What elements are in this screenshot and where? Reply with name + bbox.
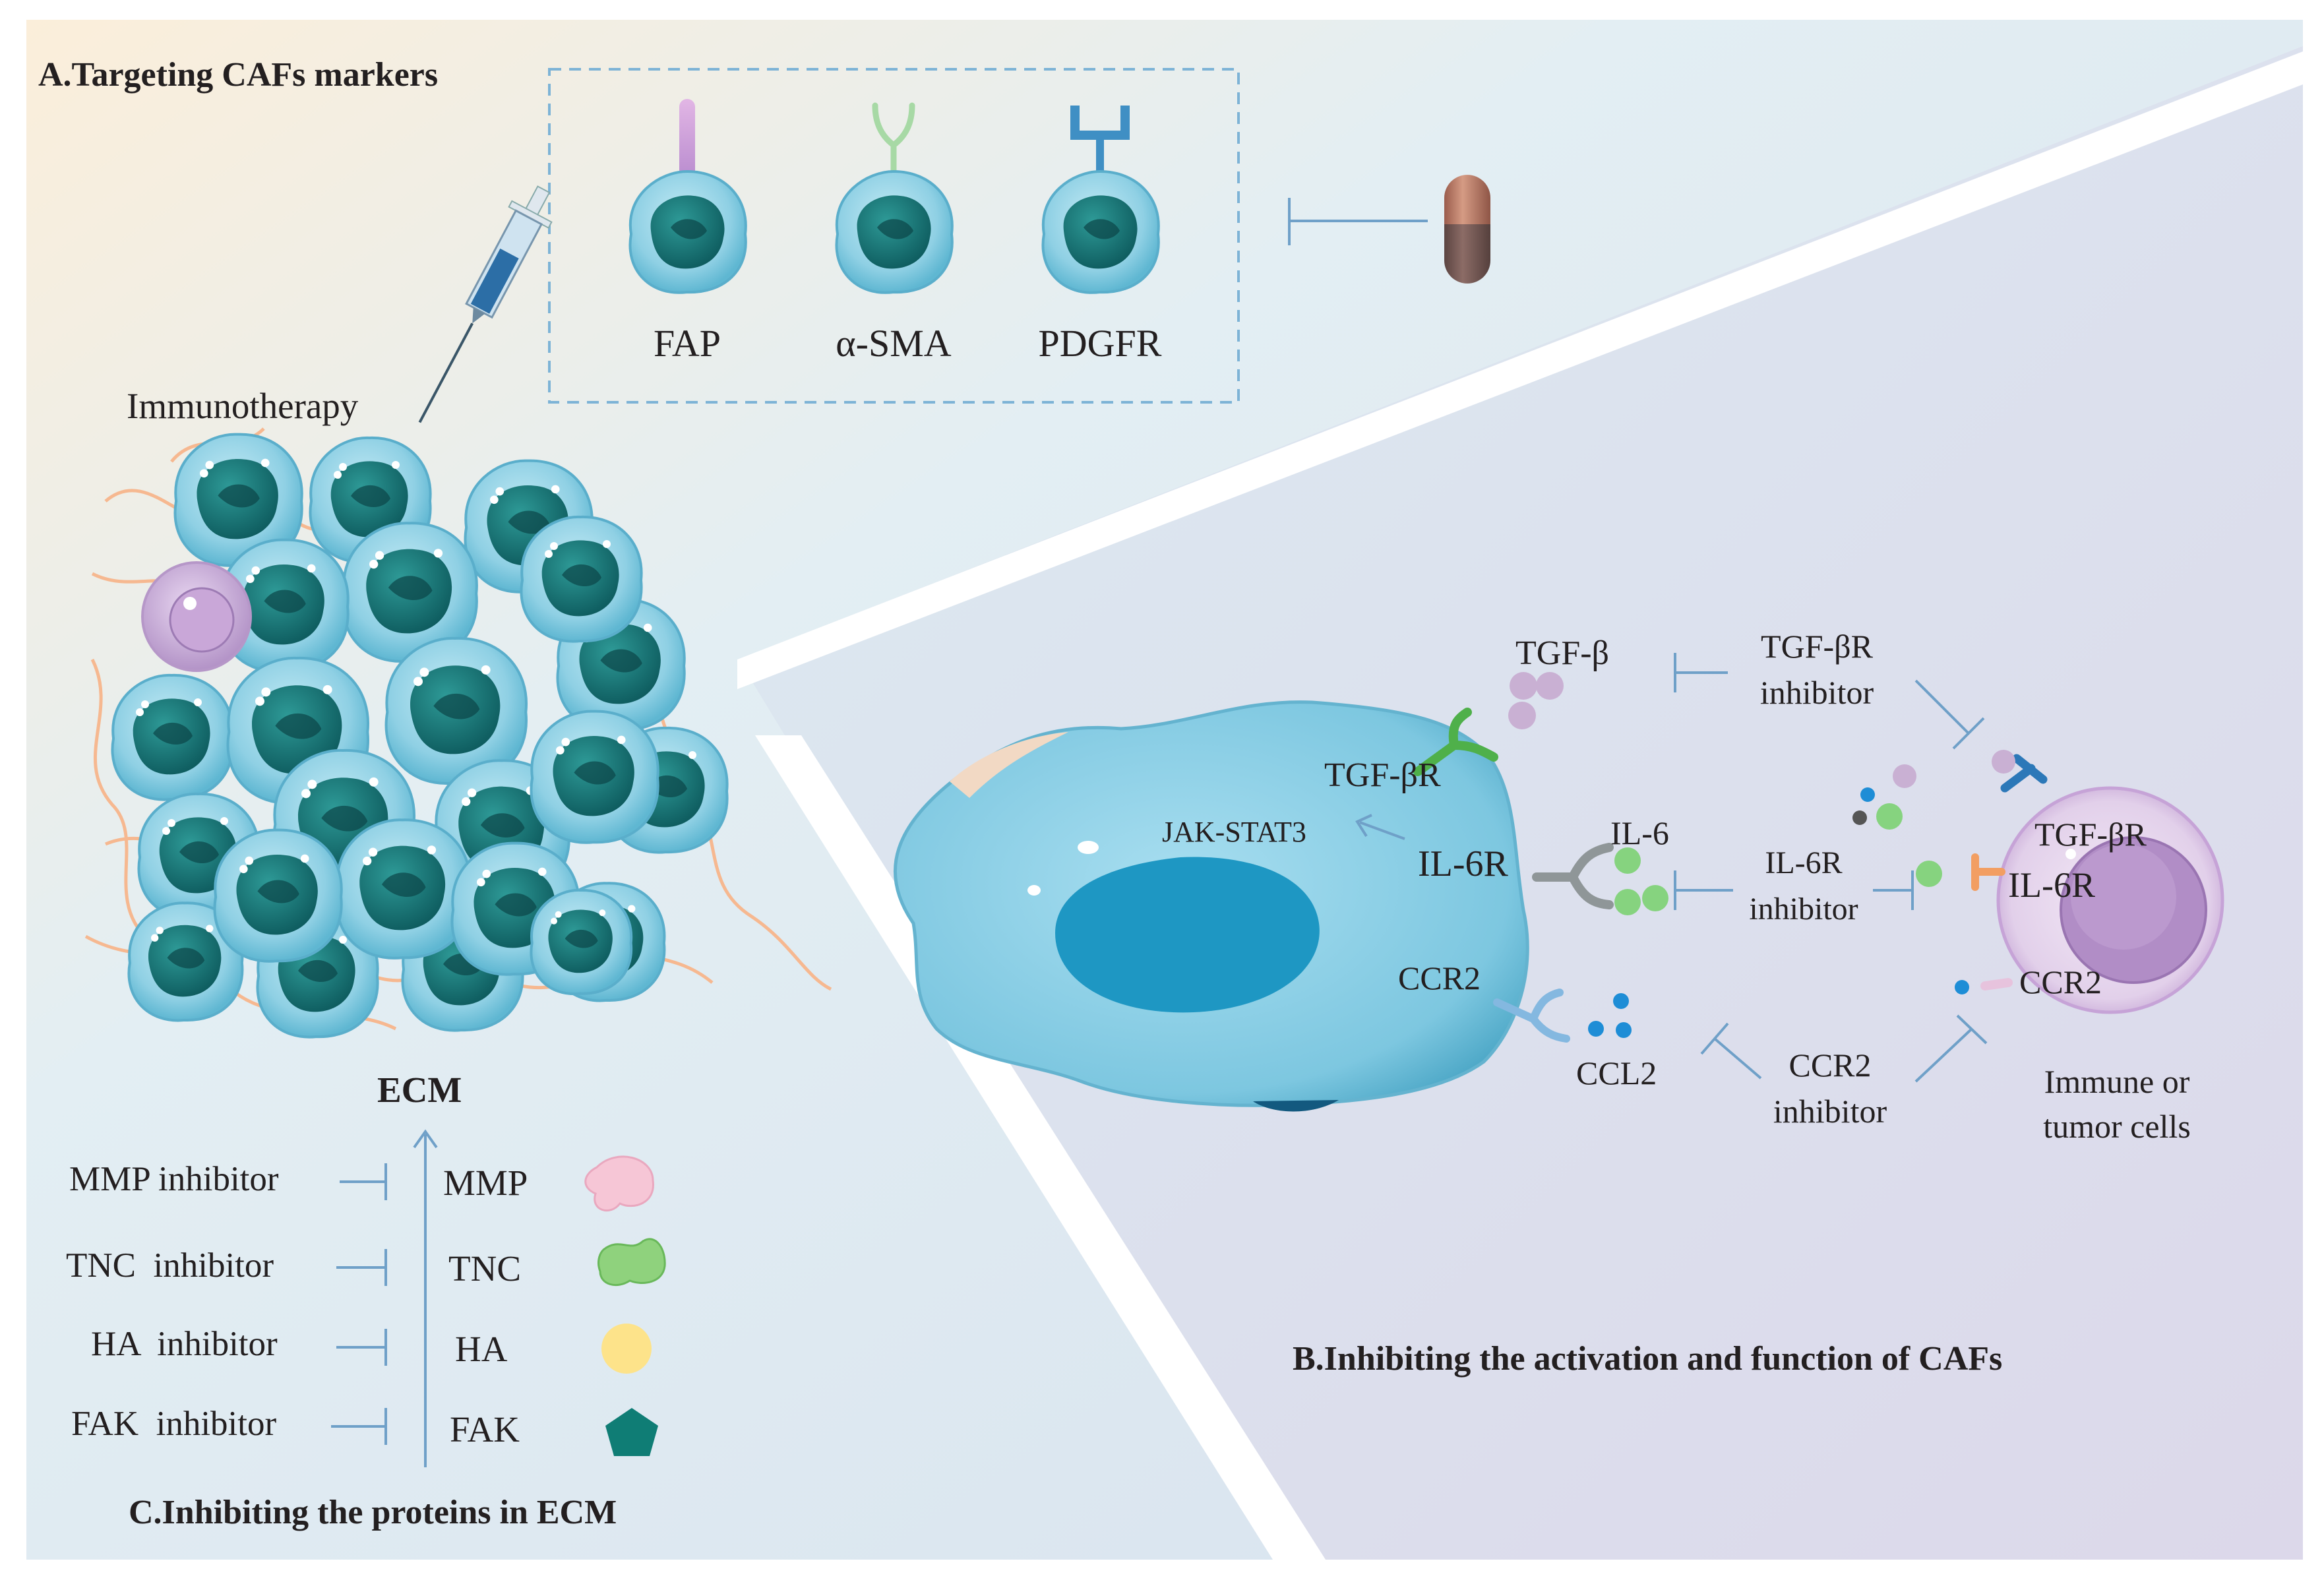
caf-cell — [893, 700, 1529, 1112]
ccr2-inhibitor-label-line1: CCR2 — [1789, 1047, 1872, 1083]
tumor-cells — [111, 433, 729, 1039]
marker-label-pdgfr: PDGFR — [1038, 322, 1162, 365]
tgf-br-inhibitor-label-line2: inhibitor — [1759, 674, 1874, 711]
caf-receptors — [1413, 708, 1614, 1043]
capsule-drug-icon — [1444, 175, 1490, 284]
ccr2-receptor-caf — [1493, 989, 1570, 1043]
panel-b-inhibit-arrows — [1355, 653, 1988, 1083]
mmp-inhibitor-label: MMP inhibitor — [69, 1160, 279, 1198]
tumor-cell — [342, 522, 478, 663]
panel-a-title: A.Targeting CAFs markers — [38, 56, 439, 94]
ccl2-ligands — [1588, 787, 1969, 1038]
marker-label-sma: α-SMA — [836, 322, 952, 365]
panel-b-title: B.Inhibiting the activation and function… — [1293, 1340, 2003, 1378]
tnc-label: TNC — [448, 1248, 521, 1289]
tgf-b-label: TGF-β — [1515, 634, 1610, 672]
tumor-cell — [127, 901, 244, 1022]
ccr2-inhibitor-label-line2: inhibitor — [1773, 1093, 1887, 1130]
fak-icon — [605, 1408, 658, 1456]
tgf-br-receptor-caf — [1413, 708, 1498, 776]
tumor-cell — [450, 841, 580, 976]
tgf-br-receptor-immune — [2000, 754, 2048, 793]
tumor-cell — [530, 888, 633, 996]
fap-marker-cell — [628, 99, 747, 294]
ha-inhibitor-label: HA inhibitor — [91, 1325, 278, 1363]
immune-cells-label-line1: Immune or — [2044, 1063, 2190, 1100]
il6r-receptor-caf — [1532, 843, 1614, 909]
mmp-icon — [584, 1155, 654, 1212]
tumor-cell — [220, 538, 350, 673]
fak-inhibitor-label: FAK inhibitor — [71, 1405, 277, 1443]
syringe-icon — [418, 185, 553, 423]
ccl2-label: CCL2 — [1576, 1054, 1657, 1091]
tgf-br-immune-label: TGF-βR — [2034, 816, 2147, 853]
ecm-inhibit-arrows — [331, 1163, 387, 1445]
ha-icon — [601, 1324, 652, 1374]
ccr2-caf-label: CCR2 — [1398, 960, 1481, 996]
il6r-immune-label: IL-6R — [2008, 865, 2095, 905]
il6r-receptor-immune — [1971, 853, 2005, 891]
tgf-b-ligands — [1508, 672, 2015, 788]
tumor-mass — [84, 427, 832, 1039]
immunotherapy-label: Immunotherapy — [127, 386, 359, 426]
divider-upper — [737, 51, 2303, 689]
tumor-cell — [111, 673, 234, 801]
jak-stat3-label: JAK-STAT3 — [1162, 816, 1306, 848]
il6r-caf-label: IL-6R — [1418, 843, 1508, 884]
panel-c-title: C.Inhibiting the proteins in ECM — [129, 1494, 617, 1531]
tumor-cell — [173, 433, 303, 567]
tnc-icon — [597, 1238, 666, 1287]
marker-label-fap: FAP — [653, 322, 721, 365]
ecm-arrow — [413, 1129, 438, 1467]
panel-a-inhibit-arrow — [1288, 198, 1428, 245]
il6r-inhibitor-label-line1: IL-6R — [1765, 845, 1843, 880]
tumor-cell — [213, 828, 343, 963]
background — [26, 20, 2303, 1560]
tgf-br-caf-label: TGF-βR — [1324, 756, 1441, 794]
ha-label: HA — [455, 1329, 508, 1369]
il6r-inhibitor-label-line2: inhibitor — [1749, 892, 1858, 927]
fak-label: FAK — [450, 1409, 520, 1449]
il6-label: IL-6 — [1610, 814, 1669, 851]
marker-cells — [628, 99, 1160, 294]
immune-cells-label-line2: tumor cells — [2043, 1108, 2191, 1145]
mmp-label: MMP — [443, 1163, 528, 1203]
tumor-cell — [335, 818, 472, 960]
panel-a-box — [548, 68, 1240, 404]
divider-lower — [755, 735, 1326, 1560]
ecm-protein-icons — [584, 1155, 666, 1456]
tumor-cell — [384, 636, 528, 785]
il6-ligands — [1614, 803, 1942, 915]
tgf-br-inhibitor-label-line1: TGF-βR — [1761, 628, 1873, 665]
purple-immune-cell — [141, 561, 252, 672]
tumor-cell — [556, 597, 686, 732]
tnc-inhibitor-label: TNC inhibitor — [66, 1246, 274, 1285]
immune-cell — [1996, 786, 2224, 1014]
ecm-label: ECM — [377, 1070, 462, 1110]
ccr2-immune-label: CCR2 — [2019, 963, 2102, 1000]
tumor-cell — [530, 710, 659, 844]
immune-receptors — [1971, 754, 2048, 991]
ccr2-receptor-immune — [1980, 978, 2013, 991]
ligands — [1508, 672, 2015, 1038]
sma-marker-cell — [835, 102, 954, 294]
tumor-cell — [520, 515, 643, 643]
pdgfr-marker-cell — [1041, 106, 1160, 294]
